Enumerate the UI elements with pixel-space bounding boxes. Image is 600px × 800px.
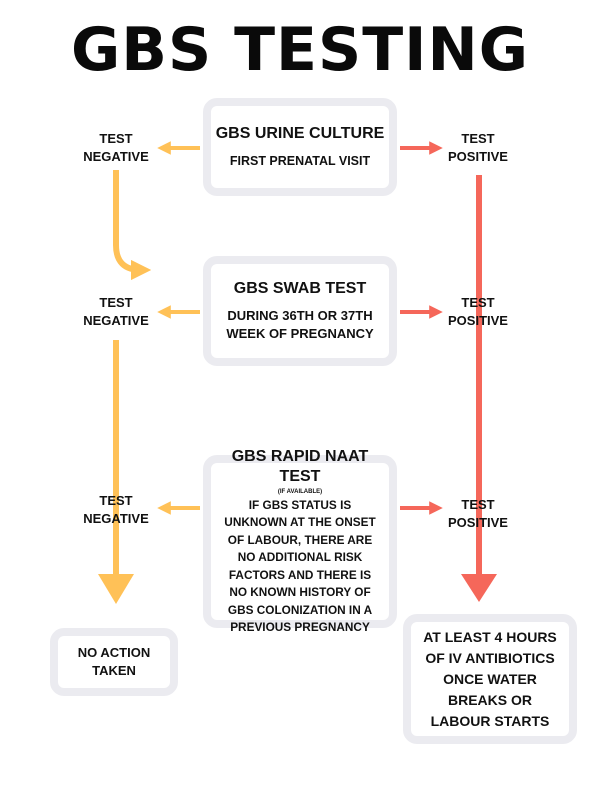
- step-title: GBS RAPID NAAT TEST: [231, 447, 369, 485]
- step-note: (IF AVAILABLE): [277, 488, 323, 495]
- page-title: GBS TESTING: [71, 15, 529, 85]
- outcome-text: NO ACTION TAKEN: [77, 645, 151, 678]
- positive-final-arrowhead: [461, 574, 497, 602]
- test-negative-label-1: TEST NEGATIVE: [83, 131, 149, 164]
- step-subtitle: FIRST PRENATAL VISIT: [229, 154, 371, 168]
- step-box-rapid-naat-test: GBS RAPID NAAT TEST (IF AVAILABLE) IF GB…: [203, 448, 397, 634]
- step-subtitle: DURING 36TH OR 37TH WEEK OF PREGNANCY: [226, 308, 374, 341]
- test-negative-label-2: TEST NEGATIVE: [83, 295, 149, 328]
- test-positive-label-3: TEST POSITIVE: [448, 497, 508, 530]
- outcome-text: AT LEAST 4 HOURS OF IV ANTIBIOTICS ONCE …: [423, 628, 557, 729]
- outcome-box-no-action: NO ACTION TAKEN: [50, 628, 178, 696]
- step-box-swab-test: GBS SWAB TEST DURING 36TH OR 37TH WEEK O…: [203, 256, 397, 366]
- outcome-box-iv-antibiotics: AT LEAST 4 HOURS OF IV ANTIBIOTICS ONCE …: [403, 614, 577, 744]
- step-subtitle: IF GBS STATUS IS UNKNOWN AT THE ONSET OF…: [224, 497, 376, 635]
- step-title: GBS SWAB TEST: [233, 280, 367, 297]
- test-positive-label-1: TEST POSITIVE: [448, 131, 508, 164]
- test-negative-label-3: TEST NEGATIVE: [83, 493, 149, 526]
- step-box-urine-culture: GBS URINE CULTURE FIRST PRENATAL VISIT: [203, 98, 397, 196]
- step-title: GBS URINE CULTURE: [215, 125, 385, 142]
- test-positive-label-2: TEST POSITIVE: [448, 295, 508, 328]
- negative-final-arrowhead: [98, 574, 134, 604]
- arrow-negative-to-swab: [113, 170, 152, 281]
